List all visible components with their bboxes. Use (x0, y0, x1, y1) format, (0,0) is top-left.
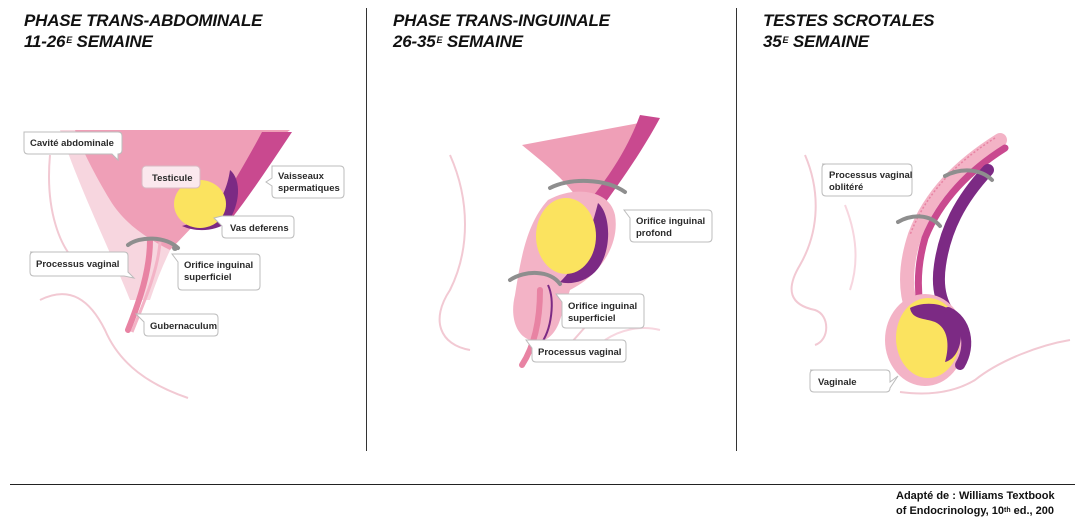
label-superficiel-2: superficiel (568, 313, 616, 324)
label-testicule: Testicule (152, 173, 192, 184)
testicle (536, 198, 596, 274)
label-orifice-1: Orifice inguinal (184, 260, 253, 271)
label-orifice-2: superficiel (184, 272, 232, 283)
label-vaisseaux-2: spermatiques (278, 183, 340, 194)
label-processus-vaginal: Processus vaginal (538, 347, 621, 358)
body-outline-lower (40, 294, 188, 398)
label-vaginale: Vaginale (818, 377, 857, 388)
callout-processus-vaginal: Processus vaginal (526, 340, 626, 362)
body-outline-hip (845, 205, 855, 290)
callout-vaisseaux-spermatiques: Vaisseaux spermatiques (266, 166, 344, 198)
panel-2-illustration: Orifice inguinal profond Orifice inguina… (440, 115, 712, 365)
callout-orifice-superficiel: Orifice inguinal superficiel (556, 294, 644, 328)
label-superficiel-1: Orifice inguinal (568, 301, 637, 312)
callout-vas-deferens: Vas deferens (214, 216, 294, 238)
label-vas-deferens: Vas deferens (230, 223, 289, 234)
callout-vaginale: Vaginale (810, 370, 898, 392)
panel-1-illustration: Cavité abdominale Testicule Vaisseaux sp… (24, 130, 344, 398)
label-vaisseaux-1: Vaisseaux (278, 171, 325, 182)
callout-testicule: Testicule (142, 166, 200, 188)
label-gubernaculum: Gubernaculum (150, 321, 217, 332)
ring-marker (172, 245, 178, 251)
callout-processus-vaginal: Processus vaginal (30, 252, 134, 278)
label-profond-2: profond (636, 228, 672, 239)
body-outline-right (605, 328, 660, 340)
panel-3-illustration: Processus vaginal oblitéré Vaginale (792, 138, 1070, 394)
body-outline-thigh (792, 155, 827, 345)
label-cavite-abdominale: Cavité abdominale (30, 138, 114, 149)
callout-orifice-profond: Orifice inguinal profond (624, 210, 712, 242)
callout-gubernaculum: Gubernaculum (136, 314, 218, 336)
label-oblitere-1: Processus vaginal (829, 170, 912, 181)
callout-processus-oblitere: Processus vaginal oblitéré (822, 164, 912, 196)
label-profond-1: Orifice inguinal (636, 216, 705, 227)
callout-orifice-superficiel: Orifice inguinal superficiel (172, 254, 260, 290)
label-oblitere-2: oblitéré (829, 182, 863, 193)
body-outline-thigh (440, 155, 470, 350)
label-processus-vaginal: Processus vaginal (36, 259, 119, 270)
